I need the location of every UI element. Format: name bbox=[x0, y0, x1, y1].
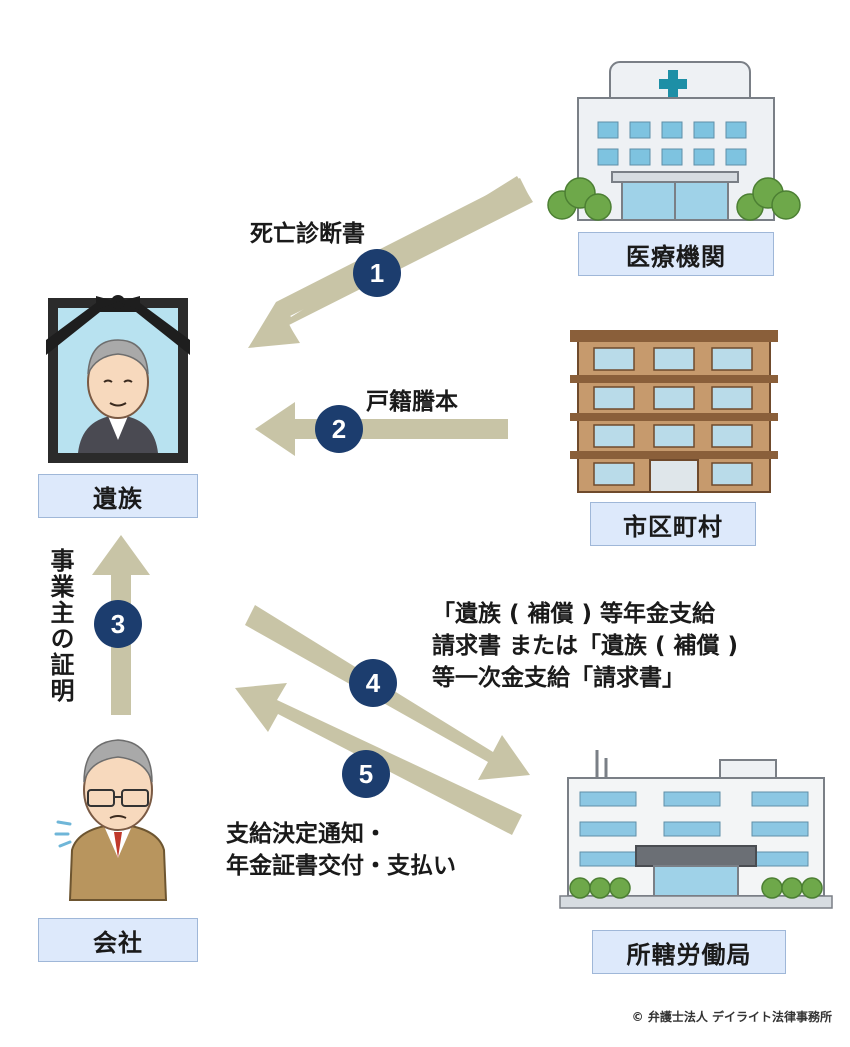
hospital-icon bbox=[547, 61, 801, 221]
svg-text:3: 3 bbox=[111, 609, 125, 639]
step-1-badge: 1 bbox=[353, 249, 401, 297]
step-3-badge: 3 bbox=[94, 600, 142, 648]
node-company-label: 会社 bbox=[38, 918, 198, 962]
copyright: © 弁護士法人 デイライト法律事務所 bbox=[631, 1010, 832, 1024]
step-5-text: 支給決定通知・ 年金証書交付・支払い bbox=[226, 818, 456, 882]
step-2-badge: 2 bbox=[315, 405, 363, 453]
svg-text:5: 5 bbox=[359, 759, 373, 789]
svg-text:2: 2 bbox=[332, 414, 346, 444]
svg-text:1: 1 bbox=[370, 258, 384, 288]
step-5-line-1: 支給決定通知・ bbox=[226, 821, 387, 847]
step-4-line-3: 等一次金支給「請求書」 bbox=[432, 665, 685, 691]
step-5-badge: 5 bbox=[342, 750, 390, 798]
step-4-text: 「遺族 ( 補償 ) 等年金支給 請求書 または「遺族 ( 補償 ) 等一次金支… bbox=[432, 598, 738, 694]
step-4-line-2: 請求書 または「遺族 ( 補償 ) bbox=[432, 633, 739, 659]
city-hall-icon bbox=[570, 330, 778, 493]
node-municipality-label: 市区町村 bbox=[590, 502, 756, 546]
worker-icon bbox=[54, 739, 168, 901]
node-bereaved-label: 遺族 bbox=[38, 474, 198, 518]
labor-office-icon bbox=[559, 750, 833, 909]
node-medical-label: 医療機関 bbox=[578, 232, 774, 276]
arrow-2 bbox=[255, 402, 508, 456]
step-2-label: 戸籍謄本 bbox=[366, 389, 458, 415]
step-4-line-1: 「遺族 ( 補償 ) 等年金支給 bbox=[432, 601, 716, 627]
memorial-portrait-icon bbox=[46, 295, 190, 463]
step-4-badge: 4 bbox=[349, 659, 397, 707]
svg-text:4: 4 bbox=[366, 668, 381, 698]
step-5-line-2: 年金証書交付・支払い bbox=[226, 853, 456, 879]
step-1-label: 死亡診断書 bbox=[250, 221, 365, 247]
node-labor-office-label: 所轄労働局 bbox=[592, 930, 786, 974]
step-3-label: 事業主の証明 bbox=[46, 548, 74, 704]
